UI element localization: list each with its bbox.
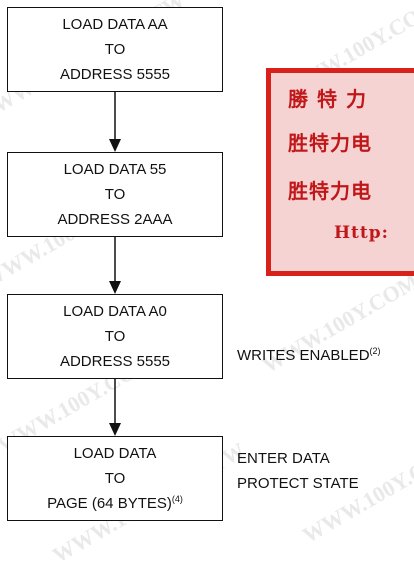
red-stamp: 勝特力 胜特力电 胜特力电 Http: bbox=[266, 68, 414, 276]
step-box-load-aa: LOAD DATA AA TO ADDRESS 5555 bbox=[7, 7, 223, 92]
arrow-2-head bbox=[109, 281, 121, 294]
step-4-footnote: (4) bbox=[171, 494, 183, 504]
flow-arrows bbox=[109, 92, 121, 436]
arrow-1-head bbox=[109, 139, 121, 152]
stamp-line-3: 胜特力电 bbox=[288, 179, 372, 203]
step-3-line-3: ADDRESS 5555 bbox=[59, 353, 171, 370]
step-1-line-3: ADDRESS 5555 bbox=[59, 66, 171, 83]
enter-protect-line-1: ENTER DATA bbox=[237, 450, 330, 467]
enter-protect-line-2: PROTECT STATE bbox=[237, 475, 359, 492]
step-3-line-2: TO bbox=[104, 328, 126, 345]
writes-enabled-note: WRITES ENABLED(2) bbox=[237, 343, 381, 368]
arrow-3-head bbox=[109, 423, 121, 436]
step-box-load-55: LOAD DATA 55 TO ADDRESS 2AAA bbox=[7, 152, 223, 237]
step-box-load-page: LOAD DATA TO PAGE (64 BYTES)(4) bbox=[7, 436, 223, 521]
stamp-line-1: 勝特力 bbox=[288, 87, 375, 111]
step-2-line-2: TO bbox=[104, 186, 126, 203]
step-2-line-1: LOAD DATA 55 bbox=[63, 161, 167, 178]
step-2-line-3: ADDRESS 2AAA bbox=[57, 211, 173, 228]
step-1-line-2: TO bbox=[104, 41, 126, 58]
step-1-line-1: LOAD DATA AA bbox=[62, 16, 168, 33]
step-4-line-2: TO bbox=[104, 470, 126, 487]
writes-enabled-footnote: (2) bbox=[369, 346, 381, 356]
stamp-line-2: 胜特力电 bbox=[288, 131, 372, 155]
enter-protect-note: ENTER DATA PROTECT STATE bbox=[237, 446, 359, 496]
step-3-line-1: LOAD DATA A0 bbox=[63, 303, 167, 320]
writes-enabled-text: WRITES ENABLED bbox=[237, 347, 370, 364]
step-box-load-a0: LOAD DATA A0 TO ADDRESS 5555 bbox=[7, 294, 223, 379]
step-4-line-3-text: PAGE (64 BYTES) bbox=[47, 495, 172, 512]
step-4-line-3: PAGE (64 BYTES)(4) bbox=[47, 491, 183, 516]
stamp-line-4: Http: bbox=[334, 223, 389, 243]
step-4-line-1: LOAD DATA bbox=[73, 445, 157, 462]
